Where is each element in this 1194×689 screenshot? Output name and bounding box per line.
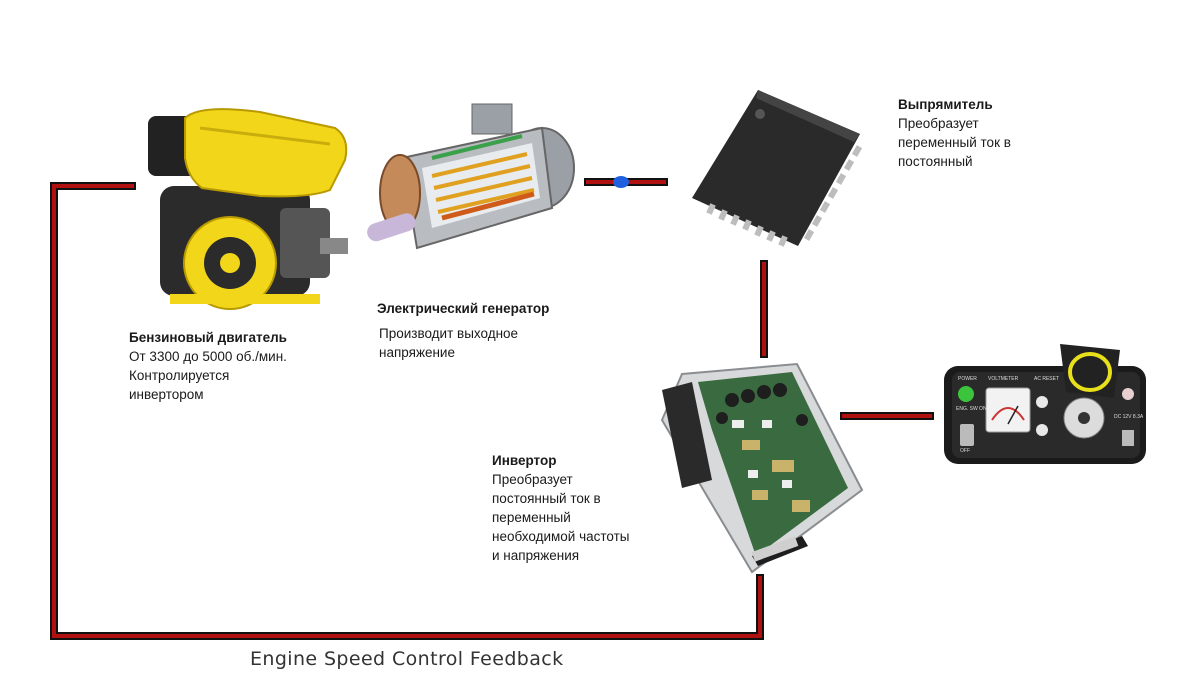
generator-desc-line: напряжение	[379, 345, 455, 360]
panel-ac-reset-label: AC RESET	[1034, 376, 1060, 382]
rectifier-caption: Выпрямитель Преобразует переменный ток в…	[898, 95, 1011, 171]
power-led-icon	[958, 386, 974, 402]
wire-connector	[613, 176, 629, 188]
rectifier-desc-line: переменный ток в	[898, 135, 1011, 150]
inverter-desc-line: переменный	[492, 510, 571, 525]
engine-desc-line: инвертором	[129, 387, 204, 402]
rectifier-desc-line: Преобразует	[898, 116, 979, 131]
panel-off-label: OFF	[960, 448, 970, 454]
engine-desc-line: От 3300 до 5000 об./мин.	[129, 349, 287, 364]
inverter-desc-line: постоянный ток в	[492, 491, 601, 506]
generator-title: Электрический генератор	[377, 301, 550, 316]
inverter-desc-line: Преобразует	[492, 472, 573, 487]
inverter-caption: Инвертор Преобразует постоянный ток в пе…	[492, 451, 630, 565]
electric-generator-image	[367, 103, 575, 250]
engine-title: Бензиновый двигатель	[129, 330, 287, 345]
panel-dc-label: DC 12V 8.3A	[1114, 414, 1144, 420]
feedback-label: Engine Speed Control Feedback	[250, 648, 564, 670]
panel-power-label: POWER	[958, 376, 977, 382]
generator-caption: Электрический генератор Производит выход…	[377, 299, 549, 362]
generator-desc-line: Производит выходное	[379, 326, 519, 341]
inverter-desc-line: необходимой частоты	[492, 529, 630, 544]
engine-caption: Бензиновый двигатель От 3300 до 5000 об.…	[129, 328, 287, 404]
inverter-desc-line: и напряжения	[492, 548, 580, 563]
inverter-title: Инвертор	[492, 453, 557, 468]
engine-desc-line: Контролируется	[129, 368, 230, 383]
gasoline-engine-image	[148, 108, 348, 310]
inverter-image	[660, 362, 864, 574]
control-panel-image: POWER VOLTMETER AC RESET ENG. SW ON OFF …	[944, 344, 1148, 466]
panel-voltmeter-label: VOLTMETER	[988, 376, 1019, 382]
rectifier-desc-line: постоянный	[898, 154, 973, 169]
panel-engine-on-label: ENG. SW ON	[956, 406, 987, 412]
rectifier-chip-image	[692, 90, 863, 247]
rectifier-title: Выпрямитель	[898, 97, 993, 112]
